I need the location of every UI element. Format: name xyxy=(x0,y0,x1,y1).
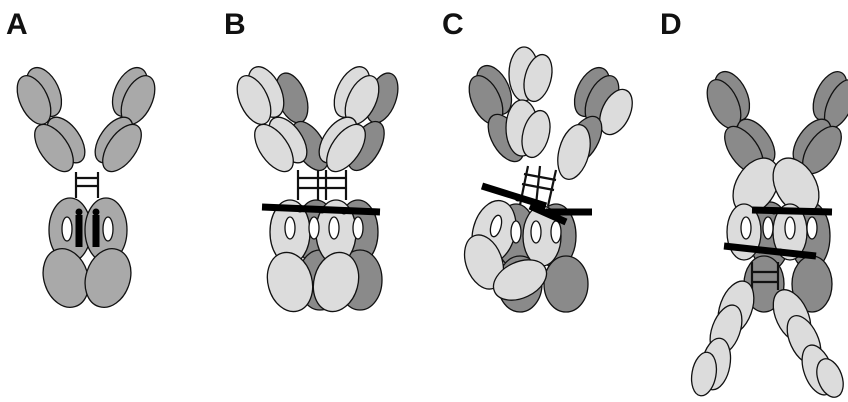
panel-b-hinge-disulfides xyxy=(298,170,346,200)
panel-c-right-fab-arms xyxy=(552,62,639,183)
panel-b-right-fab-arms xyxy=(312,61,404,178)
panel-label-b: B xyxy=(224,8,246,41)
panel-a-fc-region xyxy=(36,198,138,313)
panel-a: A xyxy=(6,8,162,313)
panel-a-left-fab-arm xyxy=(10,62,92,178)
panel-c: C xyxy=(442,8,639,312)
panel-b: B xyxy=(224,8,404,317)
panel-a-right-fab-arm xyxy=(88,62,162,178)
panel-b-left-fab-arms xyxy=(230,61,335,178)
panel-label-d: D xyxy=(660,8,682,41)
panel-label-a: A xyxy=(6,8,28,41)
panel-c-fc-region xyxy=(458,186,592,312)
panel-label-c: C xyxy=(442,8,464,41)
panel-c-left-fab-arms xyxy=(462,47,556,168)
panel-d: D xyxy=(660,8,848,401)
panel-a-hinge-disulfides xyxy=(76,172,98,198)
panel-b-fc-region xyxy=(261,200,382,317)
